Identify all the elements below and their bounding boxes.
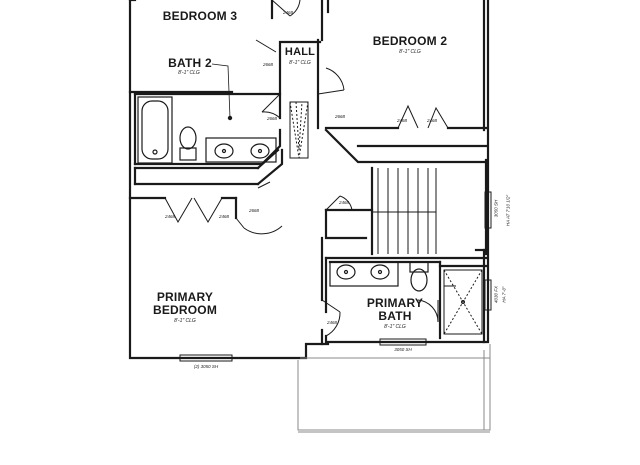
hall-label: HALL bbox=[284, 46, 316, 58]
bedroom3-label: BEDROOM 3 bbox=[162, 9, 238, 23]
window-label-right-upper: 3050 SH bbox=[493, 199, 499, 218]
bath2-ceiling: 8'-1" CLG bbox=[178, 70, 200, 76]
wall-closet-angle2 bbox=[256, 148, 284, 186]
door-tag-stair: 2468 bbox=[338, 200, 349, 205]
window-label-right-lower: 4030 FX bbox=[493, 286, 499, 304]
attic-access bbox=[289, 101, 309, 159]
window-label-right-upper-sub: HA AT 7'10 1/2" bbox=[505, 194, 511, 227]
door-tag-primary-entry: 2668 bbox=[248, 208, 259, 213]
bathtub bbox=[137, 96, 173, 164]
wall-bedroom2-angle bbox=[324, 128, 488, 164]
bedroom2-label: BEDROOM 2 bbox=[372, 34, 448, 48]
wall-outer-left bbox=[128, 0, 490, 360]
primary-bath-fixtures bbox=[329, 261, 429, 292]
hall-ceiling: 8'-1" CLG bbox=[289, 60, 311, 66]
door-swings bbox=[164, 0, 449, 337]
shower bbox=[443, 269, 483, 335]
door-tag-primary-closet1: 2468 bbox=[164, 214, 175, 219]
door-tag-bed2-closet1: 2468 bbox=[396, 118, 407, 123]
deck-outline bbox=[297, 344, 491, 433]
door-tag-primary-closet2: 2468 bbox=[218, 214, 229, 219]
bath2-fixtures bbox=[179, 126, 277, 163]
primary-bath-label-line1: PRIMARY bbox=[366, 296, 424, 310]
leader-line bbox=[211, 63, 233, 121]
door-tag-hall: 2668 bbox=[334, 114, 345, 119]
door-tag-closet-b3: 2668 bbox=[262, 62, 273, 67]
primary-bedroom-label-line1: PRIMARY bbox=[156, 290, 214, 304]
door-tag-bedroom3: 2468 bbox=[282, 10, 293, 15]
primary-bath-label-line2: BATH bbox=[378, 309, 412, 323]
window-label-right-lower-sub: HA 7'-0" bbox=[501, 286, 507, 303]
windows bbox=[179, 191, 492, 362]
window-label-bottom-left: (2) 3050 SH bbox=[193, 364, 219, 369]
door-tag-bath2: 2668 bbox=[266, 116, 277, 121]
primary-bath-ceiling: 8'-1" CLG bbox=[384, 324, 406, 330]
door-tag-primary-bath: 2468 bbox=[326, 320, 337, 325]
stairs bbox=[372, 168, 437, 254]
wall-stair-box2 bbox=[324, 208, 368, 240]
window-label-bottom-right: 3050 SH bbox=[394, 347, 412, 352]
primary-bedroom-ceiling: 8'-1" CLG bbox=[174, 318, 196, 324]
door-tag-bed2-closet2: 2468 bbox=[426, 118, 437, 123]
primary-bedroom-label-line2: BEDROOM bbox=[152, 303, 218, 317]
wall-closet-angle bbox=[256, 148, 280, 170]
bedroom2-ceiling: 8'-1" CLG bbox=[399, 49, 421, 55]
bath2-label: BATH 2 bbox=[168, 56, 212, 70]
